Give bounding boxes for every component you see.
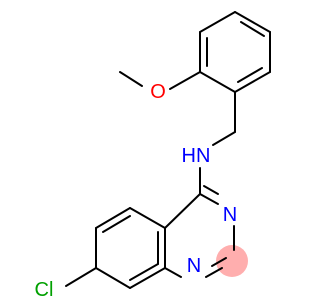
bond — [203, 185, 219, 195]
bond — [240, 21, 265, 37]
amine-nh-label: HN — [182, 145, 211, 167]
bond — [95, 267, 131, 289]
bond — [212, 131, 236, 146]
chlorine-label: Cl — [35, 279, 54, 300]
bond-lines — [65, 11, 271, 289]
ring-nitrogen-upper-label: N — [223, 204, 237, 226]
bond — [199, 193, 219, 205]
bond — [119, 71, 143, 87]
bond — [129, 267, 166, 289]
bond — [199, 71, 236, 93]
structure-canvas: O HN N N Cl — [35, 11, 271, 300]
molecule-drawing: O HN N N Cl — [35, 11, 271, 300]
bond — [169, 71, 201, 90]
atom-highlight — [216, 245, 248, 277]
bond — [199, 11, 236, 33]
bond — [164, 193, 201, 229]
bond — [129, 207, 166, 229]
atom-labels: O HN N N Cl — [35, 81, 238, 300]
oxygen-label: O — [150, 81, 166, 103]
bond — [129, 263, 159, 281]
bond — [205, 267, 223, 278]
bond — [95, 207, 131, 229]
bond — [211, 257, 227, 267]
bond — [164, 267, 182, 278]
bond — [234, 71, 271, 93]
ring-nitrogen-lower-label: N — [187, 255, 201, 277]
bond — [102, 215, 131, 233]
bond — [237, 67, 263, 83]
bond — [234, 11, 271, 33]
bond — [65, 267, 97, 287]
